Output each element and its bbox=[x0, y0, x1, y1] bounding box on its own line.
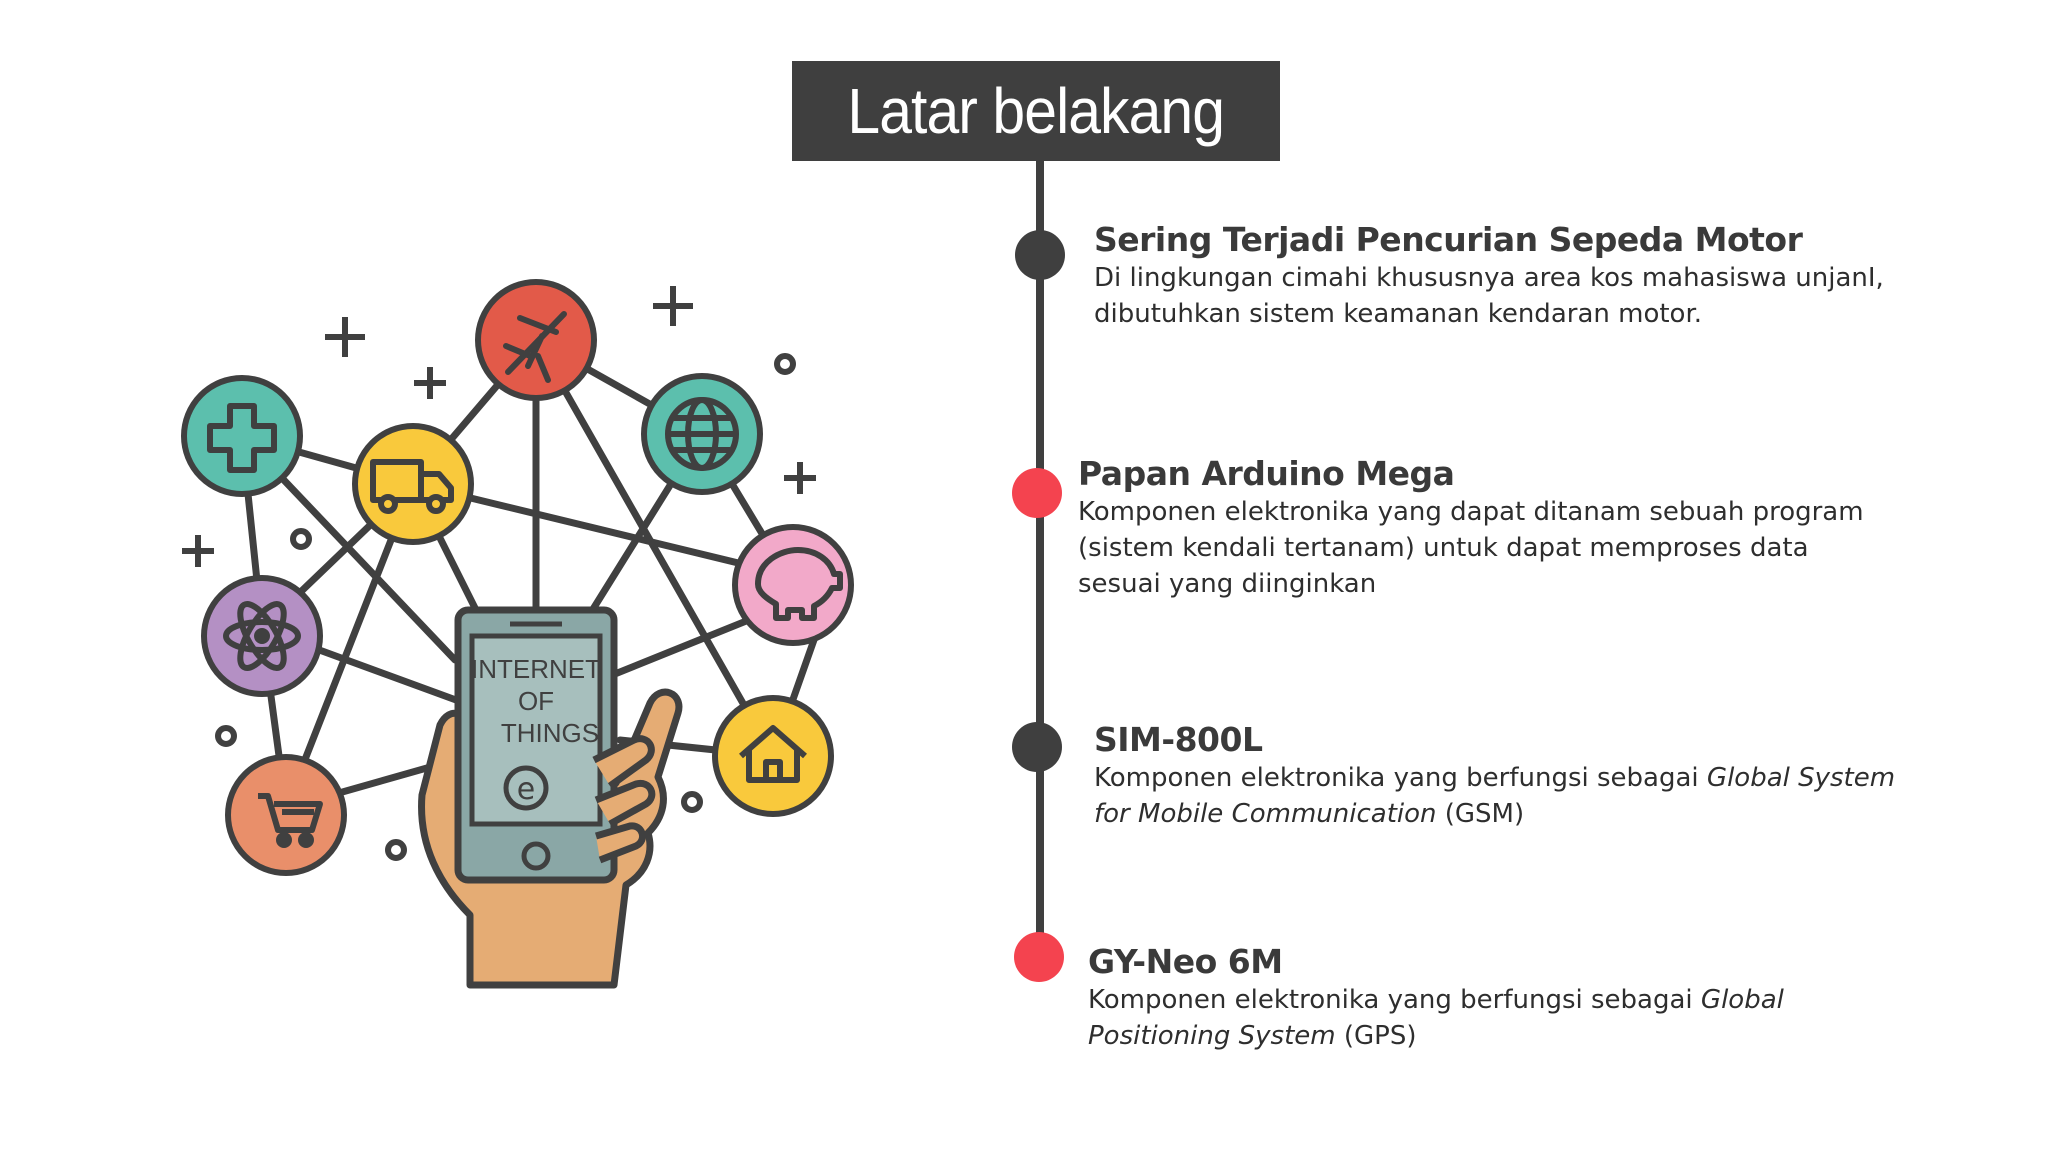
timeline-dot-1 bbox=[1015, 230, 1065, 280]
desc-text: (GSM) bbox=[1436, 799, 1525, 829]
desc-text: (GPS) bbox=[1335, 1021, 1417, 1051]
timeline-item-3: SIM-800L Komponen elektronika yang berfu… bbox=[1094, 720, 1895, 832]
desc-italic: for Mobile Communication bbox=[1094, 799, 1437, 829]
ring-icon bbox=[385, 839, 407, 861]
desc-italic: Global bbox=[1700, 985, 1784, 1015]
timeline-dot-4 bbox=[1014, 932, 1064, 982]
iot-illustration: INTERNET OF THINGS e bbox=[181, 279, 854, 989]
hand-fingers bbox=[592, 735, 656, 864]
phone-text: INTERNET bbox=[471, 654, 601, 684]
timeline-item-desc-line: Di lingkungan cimahi khususnya area kos … bbox=[1094, 263, 1884, 293]
timeline-item-4: GY-Neo 6M Komponen elektronika yang berf… bbox=[1088, 942, 1784, 1054]
decorations bbox=[182, 286, 816, 861]
timeline-item-desc-line: (sistem kendali tertanam) untuk dapat me… bbox=[1078, 533, 1809, 563]
phone-text: THINGS bbox=[501, 718, 599, 748]
ring-icon bbox=[774, 353, 796, 375]
timeline-item-desc-line: Positioning System (GPS) bbox=[1088, 1018, 1784, 1054]
truck-icon bbox=[352, 423, 474, 545]
timeline-item-title: GY-Neo 6M bbox=[1088, 942, 1283, 981]
timeline-item-1: Sering Terjadi Pencurian Sepeda Motor Di… bbox=[1094, 220, 1884, 332]
plus-icon bbox=[414, 367, 446, 399]
plus-icon bbox=[653, 286, 693, 326]
hand-holding-phone: INTERNET OF THINGS e bbox=[418, 606, 683, 989]
timeline-item-desc-line: Komponen elektronika yang dapat ditanam … bbox=[1078, 497, 1864, 527]
shopping-cart-icon bbox=[225, 754, 347, 876]
slide-title-box: Latar belakang bbox=[792, 61, 1280, 161]
plus-icon bbox=[325, 317, 365, 357]
timeline-item-desc-line: sesuai yang diinginkan bbox=[1078, 569, 1377, 599]
desc-text: Komponen elektronika yang berfungsi seba… bbox=[1088, 985, 1701, 1015]
slide-title: Latar belakang bbox=[847, 75, 1226, 147]
globe-icon bbox=[641, 373, 763, 495]
medical-cross-icon bbox=[181, 375, 303, 497]
airplane-icon bbox=[475, 279, 597, 401]
phone-screen bbox=[469, 633, 603, 827]
timeline-dot-3 bbox=[1012, 722, 1062, 772]
timeline-item-desc-line: dibutuhkan sistem keamanan kendaran moto… bbox=[1094, 299, 1703, 329]
atom-icon bbox=[201, 575, 323, 697]
ring-icon bbox=[290, 528, 312, 550]
timeline-item-desc-line: Komponen elektronika yang berfungsi seba… bbox=[1094, 760, 1895, 796]
timeline-item-title: Sering Terjadi Pencurian Sepeda Motor bbox=[1094, 220, 1803, 259]
timeline-item-2: Papan Arduino Mega Komponen elektronika … bbox=[1078, 454, 1864, 602]
desc-italic: Global System bbox=[1706, 763, 1896, 793]
phone-logo-icon: e bbox=[517, 772, 535, 807]
timeline-item-title: Papan Arduino Mega bbox=[1078, 454, 1455, 493]
phone-logo-ring bbox=[503, 765, 549, 811]
timeline-line bbox=[1036, 160, 1044, 977]
timeline-item-title: SIM-800L bbox=[1094, 720, 1263, 759]
ring-icon bbox=[681, 791, 703, 813]
house-icon bbox=[712, 695, 834, 817]
desc-text: Komponen elektronika yang berfungsi seba… bbox=[1094, 763, 1707, 793]
timeline-dot-2 bbox=[1012, 468, 1062, 518]
ring-icon bbox=[215, 725, 237, 747]
phone-home-button bbox=[521, 841, 551, 871]
icon-nodes bbox=[181, 279, 854, 876]
plus-icon bbox=[182, 535, 214, 567]
phone-text: OF bbox=[518, 686, 554, 716]
timeline-item-desc-line: for Mobile Communication (GSM) bbox=[1094, 796, 1895, 832]
desc-italic: Positioning System bbox=[1088, 1021, 1336, 1051]
timeline-item-desc-line: Komponen elektronika yang berfungsi seba… bbox=[1088, 982, 1784, 1018]
piggy-bank-icon bbox=[732, 524, 854, 646]
plus-icon bbox=[784, 462, 816, 494]
